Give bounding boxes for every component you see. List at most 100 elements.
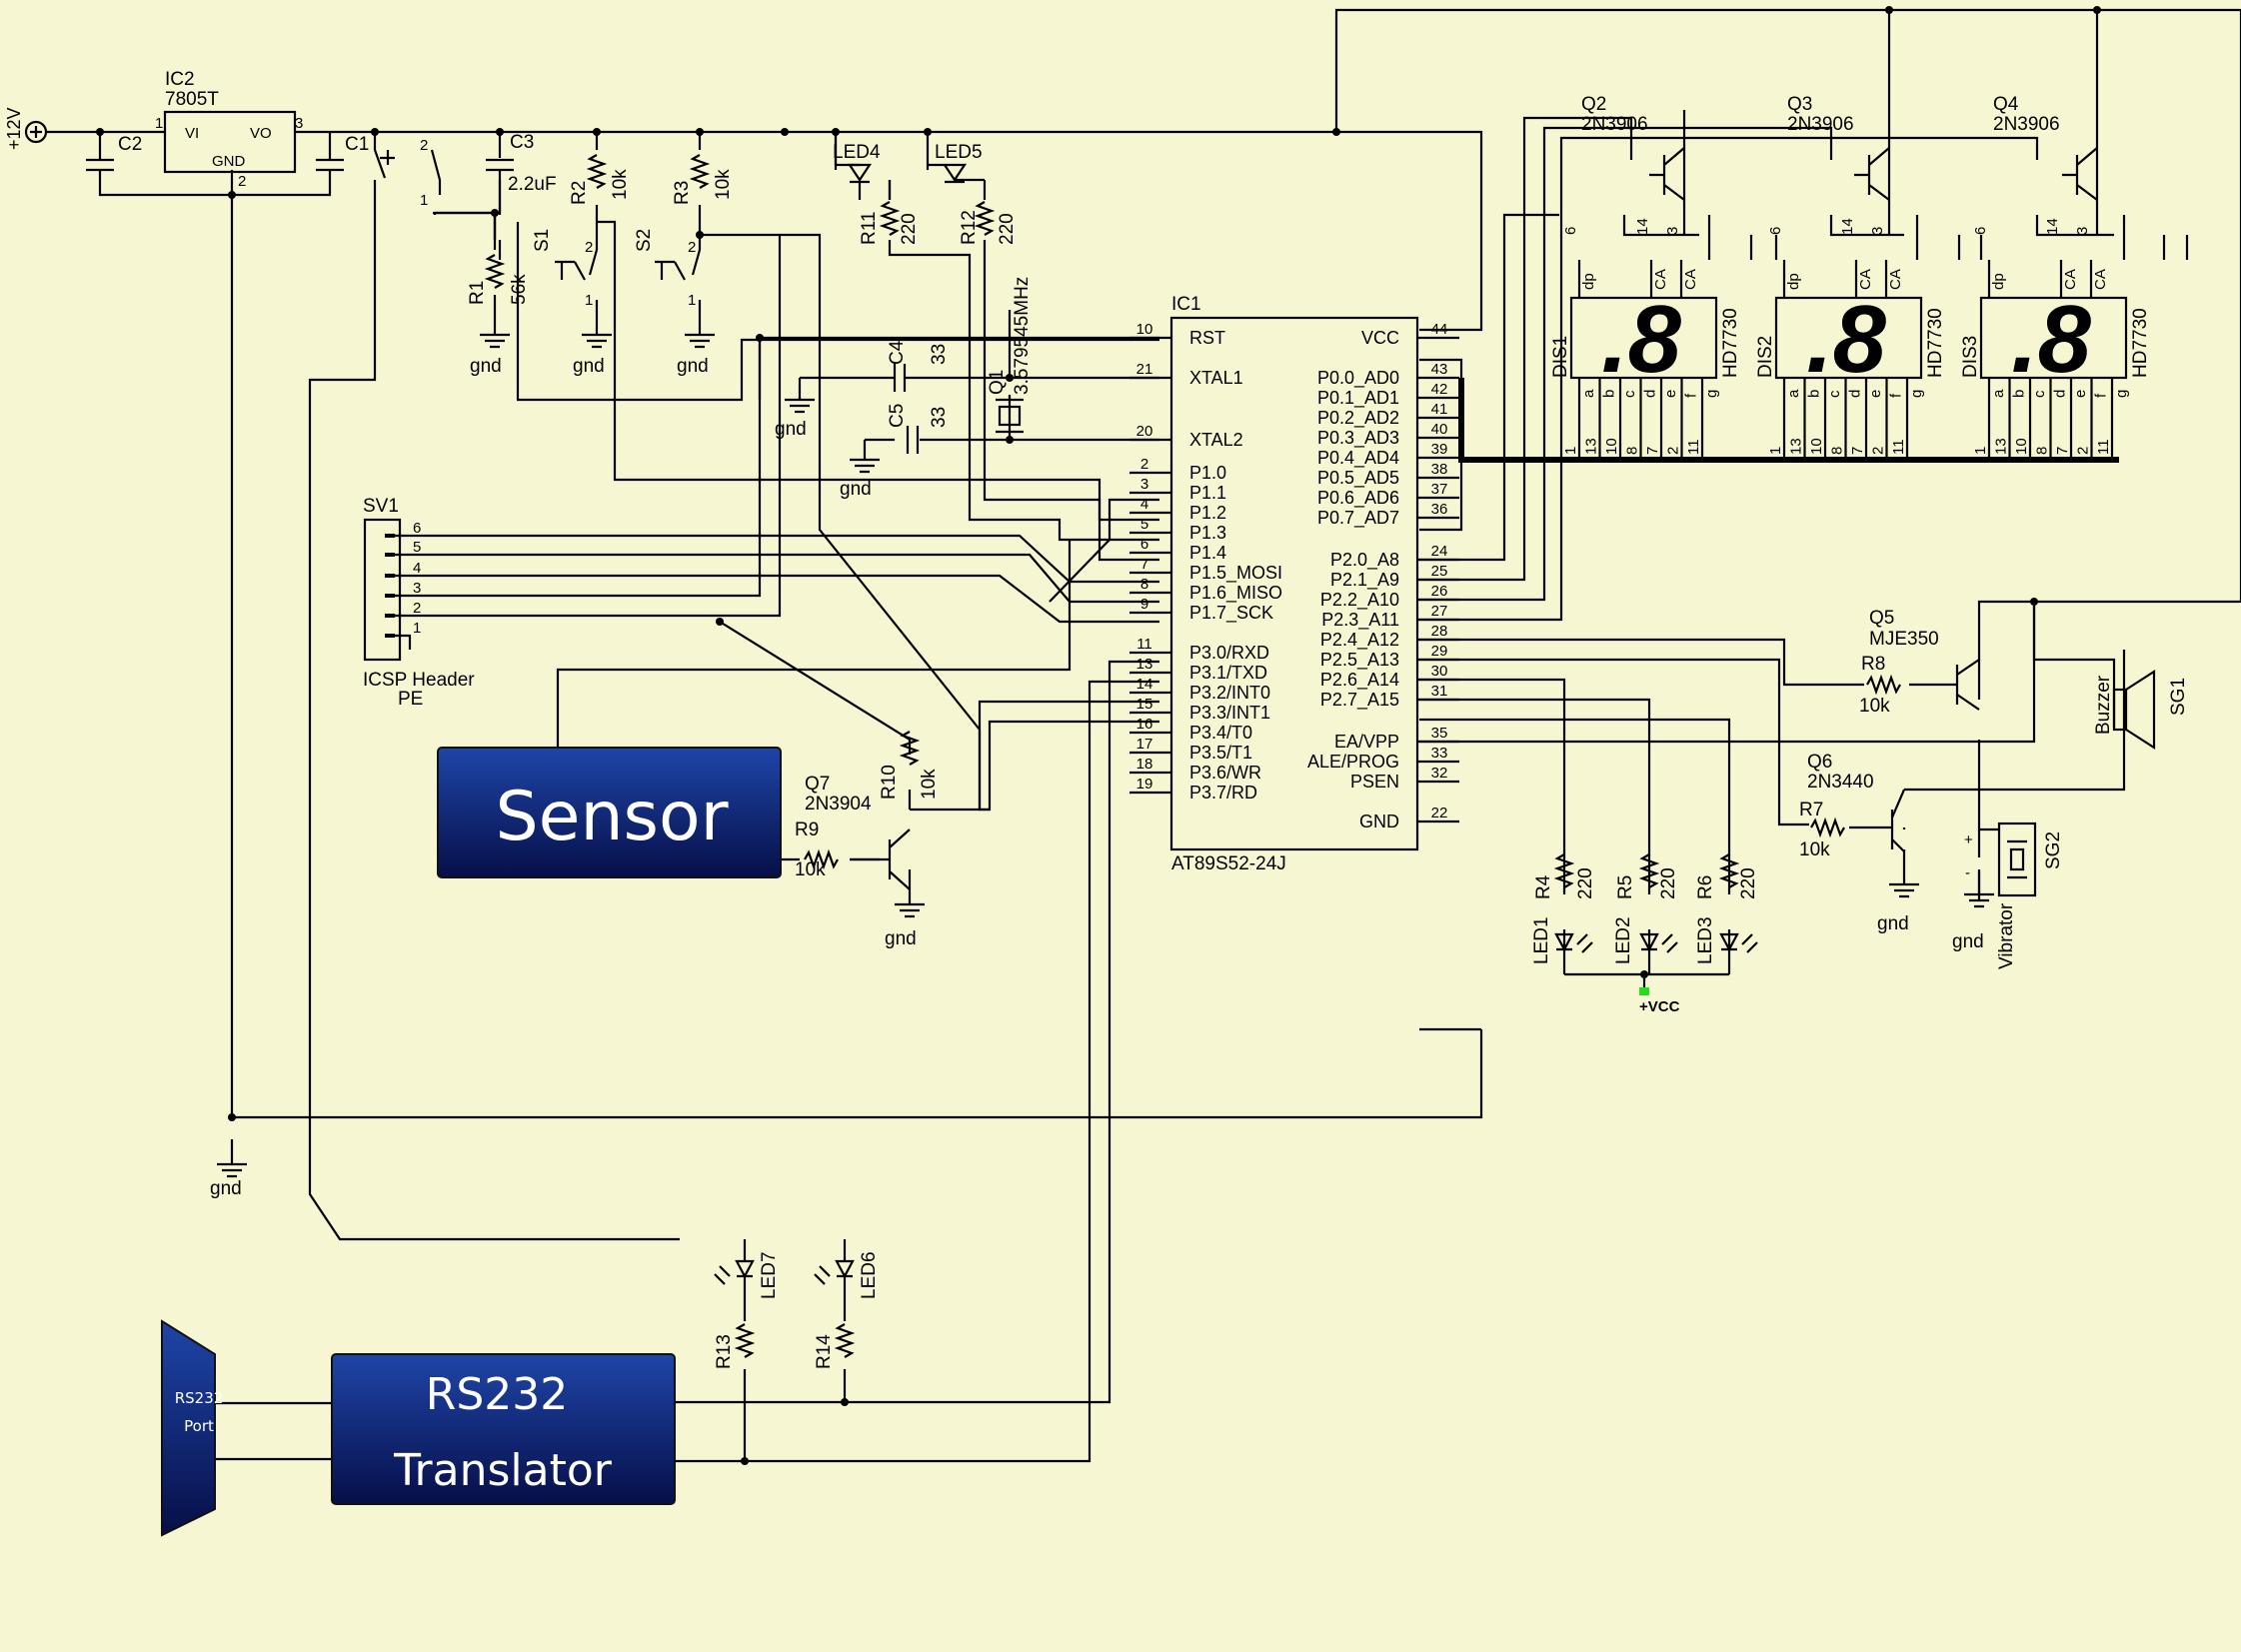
r4-value: 220	[1575, 867, 1596, 899]
buzzer: Buzzer SG1	[2093, 669, 2189, 751]
ground-symbol: gnd	[885, 899, 925, 949]
c5-value: 33	[929, 407, 950, 428]
mcu-pin-label: P0.7_AD7	[1317, 508, 1399, 529]
display-bottom-pin: 13	[1993, 438, 2010, 455]
mcu-ref: IC1	[1171, 294, 1201, 315]
mcu-pin-number: 42	[1431, 381, 1448, 398]
led7-label: LED7	[759, 1251, 780, 1299]
mcu-pin-label: P2.1_A9	[1330, 570, 1399, 591]
led1-label: LED1	[1531, 916, 1552, 964]
ground-symbol: gnd	[775, 395, 815, 440]
port-label-1: RS232	[175, 1389, 224, 1407]
display-top-label: CA	[2092, 269, 2109, 290]
r6-value: 220	[1738, 867, 1759, 899]
display-bottom-pin: 1	[1562, 447, 1579, 455]
r9-value: 10k	[795, 859, 826, 880]
mcu-pin-number: 7	[1140, 556, 1148, 573]
display-top-label: dp	[1785, 273, 1802, 290]
mcu-pin-number: 30	[1431, 663, 1448, 680]
r3-label: R3	[672, 181, 693, 205]
display-bottom-pin: 11	[2095, 439, 2112, 455]
vibrator-ref: SG2	[2043, 831, 2064, 869]
regulator-pin2: 2	[238, 173, 246, 190]
mcu-pin-label: P1.6_MISO	[1189, 583, 1282, 604]
mcu-pin-label: PSEN	[1350, 772, 1399, 792]
c2-label: C2	[118, 134, 142, 155]
r12-value: 220	[997, 213, 1018, 245]
ground-symbol: gnd	[210, 1159, 247, 1199]
mcu-right-pins: 44VCC43P0.0_AD042P0.1_AD141P0.2_AD240P0.…	[1307, 321, 1459, 831]
mcu-pin-number: 17	[1136, 736, 1153, 753]
mcu-pin-label: P0.2_AD2	[1317, 408, 1399, 429]
q6-label: Q6	[1807, 752, 1832, 773]
display-segment-label: c	[2031, 390, 2048, 398]
gnd-label: gnd	[1877, 913, 1909, 934]
resistors: R1 56k R2 10k R3 10k R11 220 R12 220 R10…	[467, 154, 1901, 1369]
mcu-pin-number: 40	[1431, 421, 1448, 438]
rs232-block: RS232 Translator	[331, 1353, 676, 1505]
r13-label: R13	[714, 1334, 735, 1369]
display-bottom-pin: 10	[1603, 438, 1620, 455]
display-segment-label: f	[1683, 393, 1700, 398]
display-top-pin: 3	[2074, 227, 2091, 235]
mcu-pin-label: GND	[1359, 812, 1399, 831]
display-bottom-pin: 10	[1808, 438, 1825, 455]
display-segment-label: b	[1806, 390, 1823, 398]
display-bottom-pin: 7	[1644, 447, 1661, 455]
display-segment-label: c	[1826, 390, 1843, 398]
q6-type: 2N3440	[1807, 772, 1874, 793]
mcu-pin-label: P0.3_AD3	[1317, 428, 1399, 449]
junctions	[96, 6, 2101, 1465]
sensor-label: Sensor	[495, 778, 728, 856]
display-bottom-pin: 7	[1849, 447, 1866, 455]
mcu-pin-label: P2.2_A10	[1320, 590, 1399, 611]
display-top-pin: 3	[1664, 227, 1681, 235]
c1-label: C1	[345, 134, 369, 155]
display-segment-label: a	[1785, 389, 1802, 398]
mcu-pin: 31 P2.7_A15	[1320, 683, 1459, 711]
mcu-pin-number: 13	[1136, 656, 1153, 673]
gnd-label: gnd	[775, 419, 807, 440]
power-input: +12V	[4, 107, 48, 150]
mcu-pin-number: 31	[1431, 683, 1448, 700]
r4-label: R4	[1533, 874, 1554, 899]
display-bottom-pin: 11	[1890, 439, 1907, 455]
gnd-label: gnd	[210, 1178, 242, 1199]
voltage-regulator: IC2 7805T VI VO GND 1 3 2	[155, 69, 303, 190]
header-pin-number: 4	[413, 560, 421, 577]
r7-label: R7	[1799, 800, 1823, 821]
display-part: HD7730	[1720, 308, 1741, 378]
wires	[46, 8, 2241, 1463]
switches: 2 1 S1 2 1 S2 2 1	[373, 137, 702, 309]
transistors: Q2 2N3906 Q3 2N3906 Q4 2N3906 Q5 MJE350 …	[805, 94, 2098, 890]
display-bottom-pin: 2	[1665, 447, 1682, 455]
header-pe: PE	[398, 689, 423, 710]
header-pin-number: 2	[413, 600, 421, 617]
buzzer-label: Buzzer	[2093, 675, 2114, 735]
mcu-pin-label: P0.5_AD5	[1317, 468, 1399, 489]
mcu-pin-label: P0.6_AD6	[1317, 488, 1399, 509]
mcu-pin-label: P2.7_A15	[1320, 690, 1399, 711]
r6-label: R6	[1695, 875, 1716, 899]
display-bottom-pin: 2	[1870, 447, 1887, 455]
display-bottom-pin: 8	[1624, 447, 1641, 455]
mcu-pin-number: 32	[1431, 765, 1448, 782]
mcu-pin-number: 36	[1431, 501, 1448, 518]
s1-pin2: 2	[585, 239, 593, 256]
led3-label: LED3	[1695, 916, 1716, 964]
header-pin-mark	[385, 574, 395, 578]
port-label-2: Port	[184, 1417, 214, 1435]
mcu-pin-label: RST	[1189, 328, 1225, 348]
gnd-label: gnd	[885, 928, 917, 949]
